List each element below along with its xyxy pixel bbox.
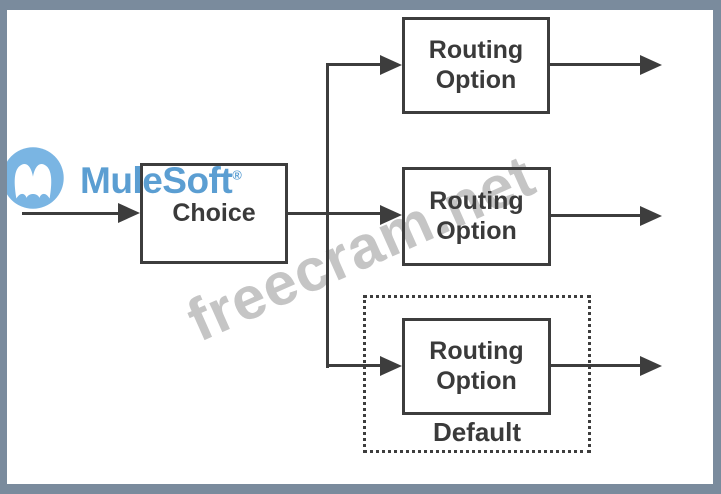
arrowhead-icon bbox=[640, 206, 662, 226]
routing-option-label: Routing Option bbox=[428, 36, 524, 94]
routing-option-box-2: Routing Option bbox=[402, 167, 551, 266]
brand-text: MuleSoft bbox=[80, 160, 233, 201]
choice-label: Choice bbox=[172, 198, 256, 227]
routing-option-box-3: Routing Option bbox=[402, 318, 551, 415]
top-branch-line bbox=[326, 63, 382, 66]
arrowhead-icon bbox=[118, 203, 140, 223]
bottom-branch-line bbox=[326, 364, 382, 367]
arrowhead-icon bbox=[380, 205, 402, 225]
routing-option-label: Routing Option bbox=[429, 187, 524, 245]
routing-option-box-1: Routing Option bbox=[402, 17, 550, 114]
output-flow-line-2 bbox=[549, 214, 640, 217]
mulesoft-logo-icon bbox=[7, 147, 64, 209]
output-flow-line-1 bbox=[548, 63, 640, 66]
middle-branch-line bbox=[288, 212, 381, 215]
input-flow-line bbox=[22, 212, 120, 215]
arrowhead-icon bbox=[640, 55, 662, 75]
default-group-outline bbox=[363, 295, 591, 453]
diagram-canvas: freecram.net Choice Routing Option Routi… bbox=[7, 10, 713, 484]
registered-mark: ® bbox=[232, 167, 242, 183]
choice-box: Choice bbox=[140, 163, 288, 264]
brand-name: MuleSoft® bbox=[80, 160, 242, 202]
branch-vertical-line bbox=[326, 63, 329, 368]
default-group-label: Default bbox=[432, 417, 522, 447]
routing-option-label: Routing Option bbox=[429, 337, 524, 395]
output-flow-line-3 bbox=[549, 364, 640, 367]
arrowhead-icon bbox=[380, 356, 402, 376]
arrowhead-icon bbox=[640, 356, 662, 376]
arrowhead-icon bbox=[380, 55, 402, 75]
